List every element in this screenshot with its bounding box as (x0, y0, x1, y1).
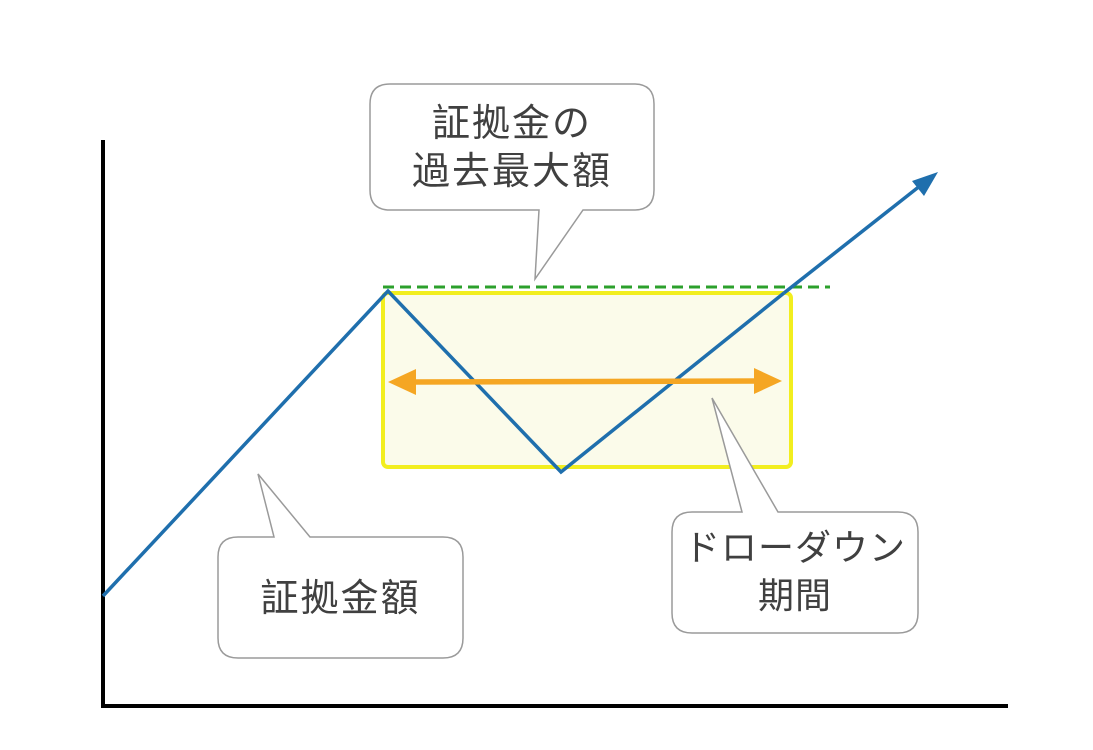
callout-drawdown-line1: ドローダウン (683, 527, 906, 569)
arrow-left-icon (388, 369, 416, 395)
callout-drawdown-label: ドローダウン 期間 (672, 512, 918, 633)
drawdown-period-arrow (409, 378, 761, 385)
callout-peak-bubble (369, 83, 655, 282)
callout-drawdown-line2: 期間 (757, 575, 832, 617)
callout-peak-label: 証拠金の 過去最大額 (370, 84, 654, 210)
equity-line-arrow (782, 176, 932, 295)
callout-equity-line1: 証拠金額 (260, 575, 421, 620)
callout-equity-bubble (217, 473, 464, 659)
callout-drawdown-bubble (671, 397, 919, 634)
arrow-right-icon (754, 368, 782, 394)
callout-equity-label: 証拠金額 (218, 537, 463, 658)
callout-peak-line1: 証拠金の (431, 101, 592, 145)
equity-arrowhead-icon (912, 172, 938, 196)
callout-peak-line2: 過去最大額 (411, 149, 612, 193)
